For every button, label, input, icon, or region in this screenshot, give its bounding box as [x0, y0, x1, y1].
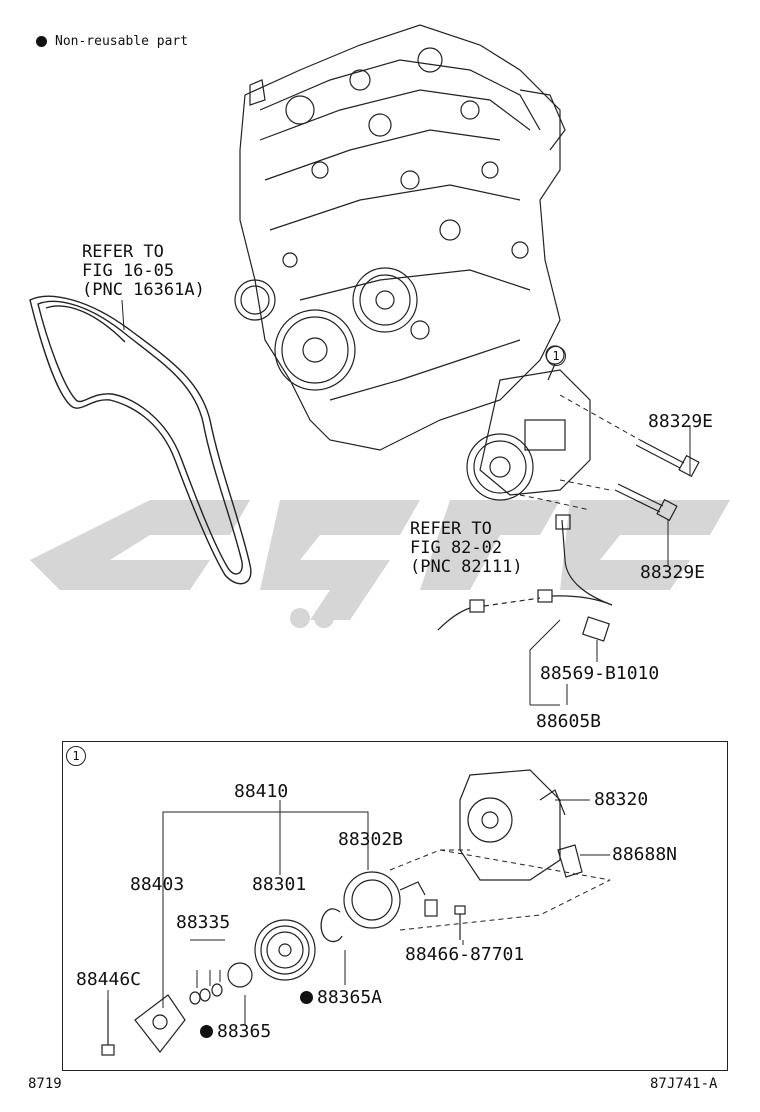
snap-ring-88365A [320, 908, 343, 943]
label-field-coil[interactable]: 88302B [338, 829, 404, 850]
wiring-ref-line3: (PNC 82111) [410, 557, 523, 577]
callout-marker-detail: 1 [66, 746, 86, 766]
footer-page-code: 8719 [28, 1076, 62, 1092]
label-sensor[interactable]: 88569-B1010 [540, 663, 660, 684]
label-bolt-upper[interactable]: 88329E [648, 411, 714, 432]
label-hub[interactable]: 88403 [130, 874, 185, 895]
exploded-compressor [459, 769, 566, 881]
bolt-88329E-lower [614, 483, 678, 522]
snap-ring-88365 [227, 962, 253, 988]
belt-ref-line2: FIG 16-05 [82, 261, 175, 281]
wiring-reference[interactable]: REFER TO FIG 82-02 (PNC 82111) [410, 520, 523, 577]
label-shims[interactable]: 88335 [176, 912, 231, 933]
drive-belt [29, 295, 252, 585]
label-snap-ring-large[interactable]: 88365A [300, 988, 382, 1008]
harness-leader [529, 619, 561, 705]
shims-88335 [189, 983, 223, 1005]
screw-88466 [454, 905, 466, 940]
callout-marker-top: 1 [546, 346, 566, 366]
label-bolt-lower[interactable]: 88329E [640, 562, 706, 583]
footer-figure-code: 87J741-A [650, 1076, 718, 1092]
belt-ref-line1: REFER TO [82, 242, 164, 262]
bolt-88329E-upper [635, 439, 700, 478]
label-clutch-assy[interactable]: 88410 [234, 781, 289, 802]
label-screw[interactable]: 88466-87701 [405, 944, 525, 965]
label-snap-ring-small[interactable]: 88365 [200, 1022, 271, 1042]
field-coil-88302B [343, 871, 438, 929]
legend: Non-reusable part [36, 34, 188, 49]
non-reusable-icon [200, 1025, 213, 1038]
engine-assembly [234, 24, 566, 451]
watermark-logo [30, 500, 730, 628]
label-bracket[interactable]: 88688N [612, 844, 678, 865]
label-hub-bolt[interactable]: 88446C [76, 969, 142, 990]
belt-reference[interactable]: REFER TO FIG 16-05 (PNC 16361A) [82, 243, 205, 300]
bracket-88688N [557, 844, 583, 878]
label-snap-ring-large-text: 88365A [317, 987, 383, 1008]
ac-compressor-installed [466, 345, 591, 501]
hub-88403 [134, 994, 186, 1053]
bolt-88446C [101, 1000, 115, 1056]
legend-text: Non-reusable part [55, 34, 189, 49]
pulley-88301 [254, 919, 316, 981]
detail-dash-lines [389, 849, 611, 931]
detail-leaders [107, 799, 610, 1025]
label-compressor[interactable]: 88320 [594, 789, 649, 810]
label-harness[interactable]: 88605B [536, 711, 602, 732]
detail-frame [62, 741, 728, 1071]
wiring-ref-line2: FIG 82-02 [410, 538, 503, 558]
non-reusable-bullet-icon [36, 36, 47, 47]
label-snap-ring-small-text: 88365 [217, 1021, 272, 1042]
non-reusable-icon [300, 991, 313, 1004]
label-pulley[interactable]: 88301 [252, 874, 307, 895]
mount-lines [519, 394, 641, 511]
wire-harness [437, 514, 613, 642]
belt-ref-line3: (PNC 16361A) [82, 280, 205, 300]
wiring-ref-line1: REFER TO [410, 519, 492, 539]
